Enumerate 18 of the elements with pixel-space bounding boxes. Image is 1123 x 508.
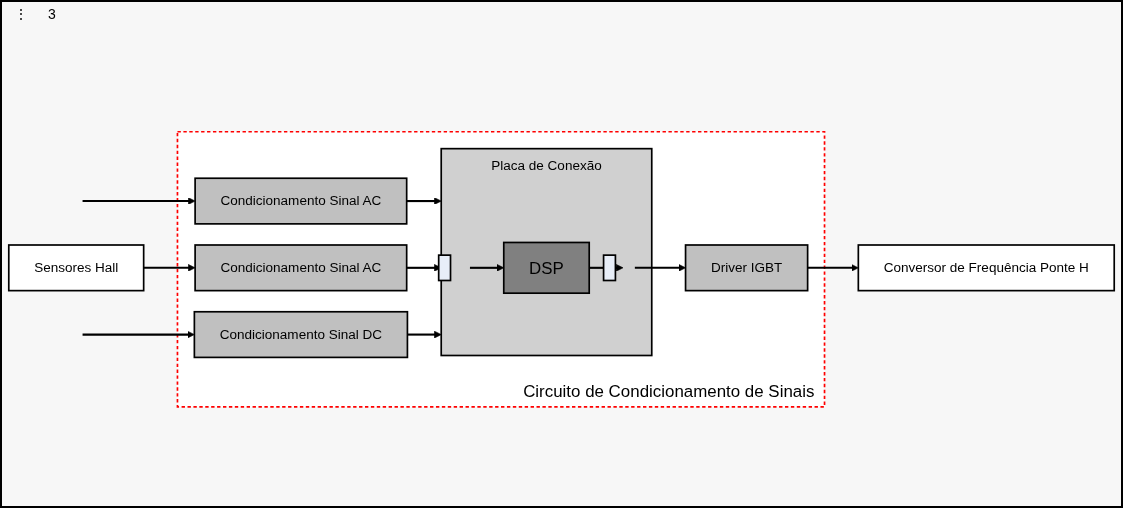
arrow <box>82 197 196 205</box>
arrow <box>634 263 686 272</box>
note-text: 3 <box>48 6 56 24</box>
node-box: Condicionamento Sinal AC <box>194 243 408 292</box>
node-box: Condicionamento Sinal DC <box>193 310 409 358</box>
arrow <box>807 263 859 272</box>
node-bar <box>602 254 617 282</box>
arrow <box>143 263 196 272</box>
arrow <box>82 330 195 338</box>
node-box: Driver IGBT <box>684 243 809 292</box>
node-box: DSP <box>502 241 591 294</box>
node-bar <box>437 254 452 282</box>
arrow <box>407 330 442 338</box>
note-text: ⋮ <box>14 6 28 24</box>
node-box: Sensores Hall <box>7 243 145 292</box>
node-box: Condicionamento Sinal AC <box>194 177 408 225</box>
node-box: Conversor de Frequência Ponte H <box>857 243 1116 292</box>
arrow <box>406 197 442 205</box>
